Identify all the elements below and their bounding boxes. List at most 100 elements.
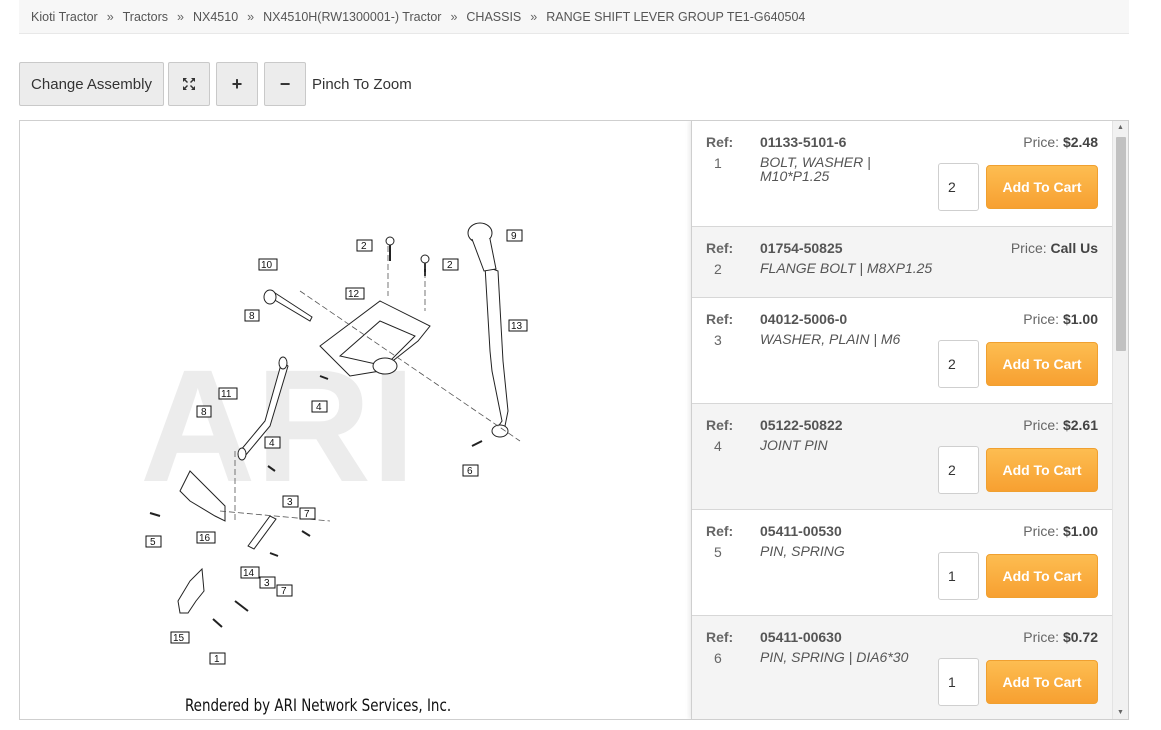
- callout-8a[interactable]: 8: [244, 309, 260, 322]
- svg-text:7: 7: [304, 509, 310, 520]
- diagram-viewer[interactable]: ARI: [19, 120, 1129, 720]
- callout-4a[interactable]: 4: [311, 400, 328, 413]
- ref-label: Ref:: [706, 629, 734, 645]
- callout-10[interactable]: 10: [258, 258, 278, 271]
- quantity-input[interactable]: [938, 658, 979, 706]
- callout-7a[interactable]: 7: [299, 507, 316, 520]
- quantity-input[interactable]: [938, 552, 979, 600]
- breadcrumb-item-model[interactable]: NX4510: [192, 9, 239, 24]
- ref-label: Ref:: [706, 311, 734, 327]
- callout-1[interactable]: 1: [209, 652, 226, 665]
- ref-label: Ref:: [706, 240, 734, 256]
- zoom-out-button[interactable]: −: [264, 62, 306, 106]
- callout-2b[interactable]: 2: [442, 258, 459, 271]
- ref-number: 6: [714, 650, 722, 666]
- svg-text:9: 9: [511, 231, 517, 242]
- quantity-input[interactable]: [938, 446, 979, 494]
- svg-text:8: 8: [249, 311, 255, 322]
- part-description: BOLT, WASHER | M10*P1.25: [760, 154, 871, 184]
- quantity-input[interactable]: [938, 340, 979, 388]
- ref-number: 3: [714, 332, 722, 348]
- part-number[interactable]: 05411-00630: [760, 629, 842, 645]
- breadcrumb: Kioti Tractor » Tractors » NX4510 » NX45…: [19, 0, 1129, 34]
- exploded-parts-diagram[interactable]: ARI: [20, 121, 690, 720]
- add-to-cart-button[interactable]: Add To Cart: [986, 342, 1098, 386]
- parts-list: Ref: 1 01133-5101-6 BOLT, WASHER | M10*P…: [692, 121, 1112, 719]
- breadcrumb-item-tractors[interactable]: Tractors: [122, 9, 169, 24]
- rendered-by-credit: Rendered by ARI Network Services, Inc.: [185, 696, 452, 716]
- callout-3b[interactable]: 3: [259, 576, 276, 589]
- svg-text:12: 12: [348, 289, 360, 300]
- svg-text:4: 4: [316, 402, 322, 413]
- ref-number: 4: [714, 438, 722, 454]
- svg-text:16: 16: [199, 533, 211, 544]
- parts-scrollbar[interactable]: ▲ ▼: [1112, 121, 1128, 719]
- callout-14[interactable]: 14: [240, 566, 260, 579]
- svg-text:8: 8: [201, 407, 207, 418]
- part-number[interactable]: 01133-5101-6: [760, 134, 847, 150]
- ref-number: 1: [714, 155, 722, 171]
- part-number[interactable]: 05411-00530: [760, 523, 842, 539]
- ref-label: Ref:: [706, 523, 734, 539]
- zoom-in-button[interactable]: +: [216, 62, 258, 106]
- svg-text:2: 2: [361, 241, 367, 252]
- svg-text:3: 3: [287, 497, 293, 508]
- part-description: JOINT PIN: [760, 437, 828, 453]
- callout-8b[interactable]: 8: [196, 405, 212, 418]
- svg-text:13: 13: [511, 321, 523, 332]
- scroll-thumb[interactable]: [1116, 137, 1126, 351]
- callout-5[interactable]: 5: [145, 535, 162, 548]
- ref-number: 2: [714, 261, 722, 277]
- arm-14: [247, 515, 277, 550]
- callout-16[interactable]: 16: [196, 531, 216, 544]
- part-row: Ref: 3 04012-5006-0 WASHER, PLAIN | M6 P…: [692, 298, 1112, 404]
- part-description: PIN, SPRING | DIA6*30: [760, 649, 909, 665]
- callout-12[interactable]: 12: [345, 287, 365, 300]
- add-to-cart-button[interactable]: Add To Cart: [986, 448, 1098, 492]
- part-number[interactable]: 01754-50825: [760, 240, 843, 256]
- part-number[interactable]: 04012-5006-0: [760, 311, 848, 327]
- svg-text:7: 7: [281, 586, 287, 597]
- fullscreen-button[interactable]: [168, 62, 210, 106]
- ref-label: Ref:: [706, 417, 734, 433]
- add-to-cart-button[interactable]: Add To Cart: [986, 554, 1098, 598]
- change-assembly-button[interactable]: Change Assembly: [19, 62, 164, 106]
- breadcrumb-item-kioti[interactable]: Kioti Tractor: [31, 9, 98, 24]
- callout-7b[interactable]: 7: [276, 584, 293, 597]
- quantity-input[interactable]: [938, 163, 979, 211]
- part-row: Ref: 5 05411-00530 PIN, SPRING Price: $1…: [692, 510, 1112, 616]
- svg-text:5: 5: [150, 537, 156, 548]
- breadcrumb-separator: »: [450, 9, 458, 24]
- callout-9[interactable]: 9: [506, 229, 523, 242]
- add-to-cart-button[interactable]: Add To Cart: [986, 165, 1098, 209]
- ref-number: 5: [714, 544, 722, 560]
- callout-13[interactable]: 13: [508, 319, 528, 332]
- part-description: PIN, SPRING: [760, 543, 845, 559]
- scroll-down-arrow-icon[interactable]: ▼: [1117, 709, 1124, 716]
- ref-label: Ref:: [706, 134, 734, 150]
- svg-text:11: 11: [221, 389, 232, 400]
- svg-text:4: 4: [269, 438, 275, 449]
- callout-3a[interactable]: 3: [282, 495, 299, 508]
- callout-4b[interactable]: 4: [264, 436, 281, 449]
- breadcrumb-separator: »: [177, 9, 184, 24]
- part-price: Price: $2.61: [1023, 417, 1098, 433]
- svg-text:10: 10: [261, 260, 273, 271]
- bracket-15: [177, 567, 205, 614]
- callout-6[interactable]: 6: [462, 464, 479, 477]
- part-number[interactable]: 05122-50822: [760, 417, 843, 433]
- svg-text:1: 1: [214, 654, 220, 665]
- add-to-cart-button[interactable]: Add To Cart: [986, 660, 1098, 704]
- breadcrumb-separator: »: [530, 9, 538, 24]
- breadcrumb-item-tractor[interactable]: NX4510H(RW1300001-) Tractor: [263, 9, 442, 24]
- part-row: Ref: 4 05122-50822 JOINT PIN Price: $2.6…: [692, 404, 1112, 510]
- callout-15[interactable]: 15: [170, 631, 190, 644]
- scroll-up-arrow-icon[interactable]: ▲: [1117, 124, 1124, 131]
- callout-2a[interactable]: 2: [356, 239, 373, 252]
- part-price: Price: $2.48: [1023, 134, 1098, 150]
- part-description: WASHER, PLAIN | M6: [760, 331, 901, 347]
- callout-11[interactable]: 11: [218, 387, 238, 400]
- breadcrumb-separator: »: [106, 9, 114, 24]
- breadcrumb-item-chassis[interactable]: CHASSIS: [466, 9, 522, 24]
- parts-list-panel[interactable]: Ref: 1 01133-5101-6 BOLT, WASHER | M10*P…: [691, 121, 1128, 719]
